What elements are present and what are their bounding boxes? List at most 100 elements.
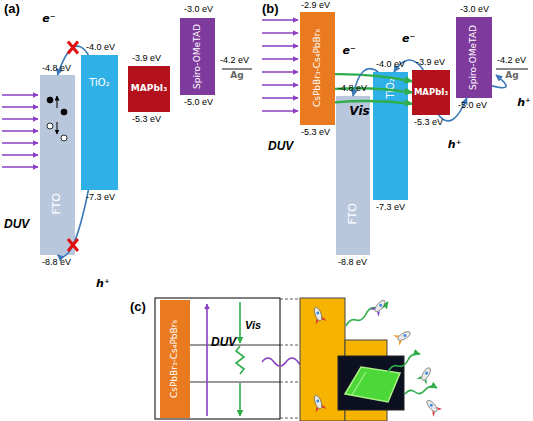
electrode-level: Ag bbox=[222, 68, 252, 82]
duv-arrows-b bbox=[262, 32, 298, 34]
band-label: MAPbI₃ bbox=[414, 88, 448, 97]
device-block bbox=[352, 372, 366, 395]
rocket-icons bbox=[425, 399, 439, 414]
energy-level: -8.8 eV bbox=[42, 258, 71, 267]
tio2-band: TiO₂ bbox=[373, 72, 408, 200]
band-label: Ag bbox=[230, 71, 243, 81]
energy-level: -5.0 eV bbox=[184, 98, 213, 107]
carrier-label: e⁻ bbox=[42, 12, 55, 23]
rocket-icons bbox=[313, 306, 323, 321]
band-label: Spiro-OMeTAD bbox=[193, 24, 203, 89]
rocket-icons bbox=[316, 311, 320, 315]
vis-emission-arrow bbox=[236, 346, 244, 374]
rocket-icons bbox=[310, 297, 442, 417]
duv-arrows-a bbox=[2, 166, 38, 168]
duv-arrows-b bbox=[262, 71, 298, 73]
band-label: Spiro-OMeTAD bbox=[469, 25, 479, 90]
light-label: DUV bbox=[211, 336, 236, 348]
fto-band: FTO bbox=[40, 75, 75, 255]
carrier-label: Vis bbox=[349, 105, 369, 117]
duv-arrows-b bbox=[262, 58, 298, 60]
panel-letter: (c) bbox=[130, 300, 146, 313]
energy-level: -5.3 eV bbox=[301, 128, 330, 137]
duv-arrows-b bbox=[262, 110, 298, 112]
carrier-label: e⁻ bbox=[402, 33, 415, 44]
duv-arrows-b bbox=[262, 45, 298, 47]
panel-letter: (b) bbox=[262, 2, 279, 15]
duv-arrows-b bbox=[262, 97, 298, 99]
vis-emission-arrow bbox=[239, 302, 241, 343]
energy-level: -4.0 eV bbox=[376, 60, 405, 69]
emission-waves bbox=[388, 354, 420, 372]
panel-c-frame bbox=[280, 345, 300, 346]
fto-band: FTO bbox=[336, 96, 370, 255]
device-block bbox=[300, 298, 404, 421]
blocked-cross bbox=[68, 42, 78, 54]
band-label: TiO₂ bbox=[89, 77, 109, 88]
rocket-icons bbox=[416, 374, 429, 384]
emission-waves bbox=[346, 302, 388, 326]
rocket-icons bbox=[316, 399, 320, 403]
duv-excitation-arrow bbox=[206, 304, 208, 416]
energy-level: -7.3 eV bbox=[376, 203, 405, 212]
band-label: FTO bbox=[51, 193, 63, 215]
band-label: MAPbI₃ bbox=[131, 84, 167, 94]
emission-waves bbox=[346, 302, 437, 394]
rocket-icons bbox=[420, 366, 432, 381]
energy-level: -8.8 eV bbox=[338, 258, 367, 267]
device-block bbox=[345, 367, 400, 402]
panel-c-frame bbox=[280, 299, 300, 300]
device-block bbox=[338, 356, 404, 410]
duv-arrows-a bbox=[2, 154, 38, 156]
energy-level: -4.8 eV bbox=[338, 84, 367, 93]
rocket-icons bbox=[313, 394, 323, 409]
htl-band: Spiro-OMeTAD bbox=[456, 17, 492, 98]
rocket-icons bbox=[373, 299, 387, 314]
panel-c-frame bbox=[280, 418, 300, 419]
electrode-level: Ag bbox=[496, 68, 528, 82]
blocked-cross bbox=[68, 42, 78, 54]
rocket-icons bbox=[379, 303, 383, 307]
band-label: FTO bbox=[347, 203, 359, 225]
carrier-label: h⁺ bbox=[448, 138, 462, 149]
energy-level: -4.2 eV bbox=[497, 56, 526, 65]
rocket-icons bbox=[430, 405, 442, 417]
transfer-arrow bbox=[492, 75, 506, 88]
energy-level: -3.9 eV bbox=[416, 58, 445, 67]
duv-arrows-a bbox=[2, 94, 38, 96]
tio2-band: TiO₂ bbox=[81, 55, 118, 190]
carrier-label: e⁻ bbox=[342, 44, 355, 55]
panel-c-frame bbox=[155, 298, 300, 419]
rocket-icons bbox=[429, 403, 433, 407]
duv-arrows-a bbox=[2, 118, 38, 120]
energy-level: -4.2 eV bbox=[220, 56, 249, 65]
rocket-icons bbox=[403, 333, 407, 337]
rocket-icons bbox=[370, 297, 389, 317]
energy-level: -4.8 eV bbox=[42, 64, 71, 73]
rocket-icons bbox=[310, 393, 327, 412]
rocket-icons bbox=[416, 365, 434, 385]
energy-level: -5.0 eV bbox=[458, 101, 487, 110]
energy-level: -3.9 eV bbox=[132, 54, 161, 63]
duv-arrows-a bbox=[2, 106, 38, 108]
energy-level: -7.3 eV bbox=[86, 193, 115, 202]
light-label: Vis bbox=[245, 320, 261, 331]
emission-waves bbox=[405, 386, 437, 394]
duv-arrows-b bbox=[262, 84, 298, 86]
panel-letter: (a) bbox=[4, 2, 20, 15]
rocket-icons bbox=[393, 327, 413, 345]
duv-arrows-b bbox=[262, 20, 298, 111]
rocket-icons bbox=[424, 371, 428, 375]
panel-c-frame bbox=[155, 298, 280, 419]
energy-level: -3.0 eV bbox=[460, 5, 489, 14]
rocket-icons bbox=[393, 333, 403, 346]
energy-level: -5.3 eV bbox=[132, 115, 161, 124]
band-label: TiO₂ bbox=[385, 78, 396, 98]
duv-arrows-b bbox=[262, 19, 298, 21]
duv-arrows-a bbox=[2, 142, 38, 144]
band-label: CsPbBr₃-Cs₄PbBr₆ bbox=[313, 29, 323, 107]
rocket-icons bbox=[314, 316, 327, 325]
